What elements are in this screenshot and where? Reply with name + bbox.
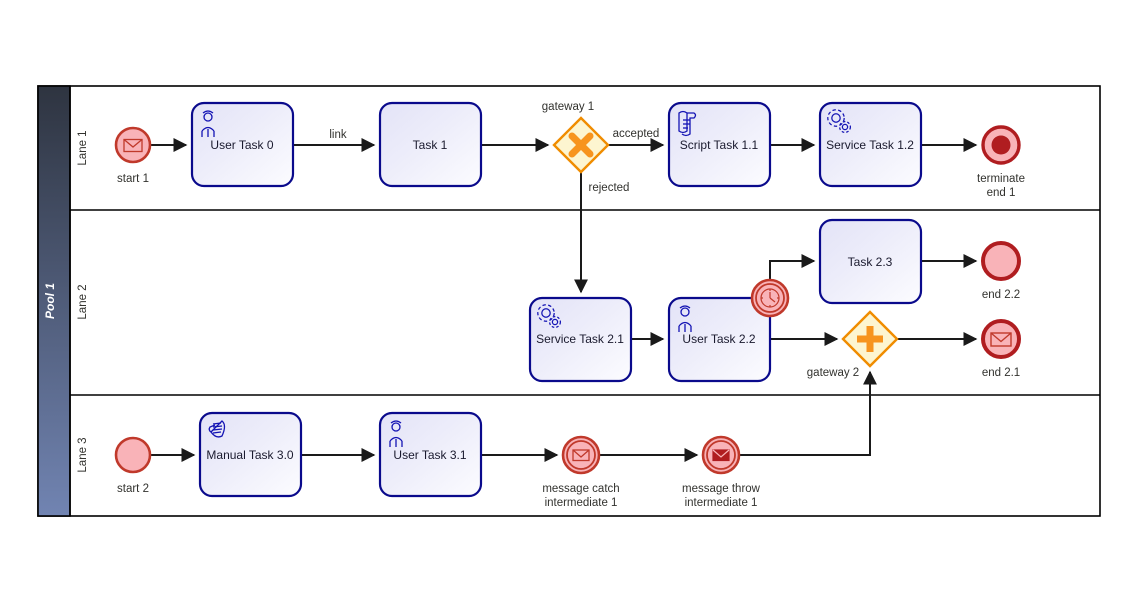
- message-icon: [123, 138, 143, 153]
- task-user-task-3-1-label: User Task 3.1: [393, 448, 466, 462]
- event-end-2-2-label: end 2.2: [982, 289, 1020, 301]
- task-user-task-0[interactable]: User Task 0: [190, 101, 295, 188]
- task-task-2-3-label: Task 2.3: [848, 255, 893, 269]
- event-end-2-1[interactable]: [981, 319, 1021, 359]
- parallel-plus-icon: [857, 326, 883, 352]
- task-script-task-1-1[interactable]: Script Task 1.1: [667, 101, 772, 188]
- task-user-task-0-label: User Task 0: [210, 138, 273, 152]
- message-icon: [990, 332, 1012, 347]
- script-icon: [678, 110, 697, 137]
- event-timer-boundary[interactable]: [750, 278, 790, 318]
- task-task-1-label: Task 1: [413, 138, 448, 152]
- user-icon: [389, 420, 403, 447]
- terminate-icon: [991, 135, 1011, 155]
- service-gear-icon: [537, 304, 562, 329]
- pool-label: Pool 1: [43, 283, 57, 319]
- event-terminate-end-1-label-line2: end 1: [987, 187, 1016, 199]
- task-task-1[interactable]: Task 1: [378, 101, 483, 188]
- service-gear-icon: [827, 109, 852, 134]
- event-start-2-label: start 2: [117, 483, 149, 495]
- gateway-2[interactable]: [841, 310, 899, 368]
- event-start-1-label: start 1: [117, 173, 149, 185]
- user-icon: [678, 305, 692, 332]
- task-user-task-3-1[interactable]: User Task 3.1: [378, 411, 483, 498]
- flow-label-accepted: accepted: [613, 128, 660, 140]
- event-message-throw-intermediate-1[interactable]: [701, 435, 741, 475]
- timer-clock-icon: [760, 288, 780, 308]
- gateway-2-label: gateway 2: [807, 367, 859, 379]
- event-message-catch-intermediate-1[interactable]: [561, 435, 601, 475]
- task-service-task-1-2[interactable]: Service Task 1.2: [818, 101, 923, 188]
- event-start-1[interactable]: [114, 126, 152, 164]
- flow-timerboundary-task23[interactable]: [769, 254, 816, 280]
- event-terminate-end-1[interactable]: [981, 125, 1021, 165]
- flow-label-link: link: [329, 129, 347, 141]
- event-message-catch-label-line2: intermediate 1: [545, 497, 618, 509]
- task-user-task-2-2-label: User Task 2.2: [682, 332, 755, 346]
- message-icon: [712, 449, 730, 462]
- task-service-task-1-2-label: Service Task 1.2: [826, 138, 914, 152]
- lane-label-lane-3: Lane 3: [77, 437, 89, 472]
- flow-msgthrow1-gateway2[interactable]: [739, 370, 877, 456]
- event-end-2-1-label: end 2.1: [982, 367, 1020, 379]
- gateway-1[interactable]: [552, 116, 610, 174]
- manual-hand-icon: [208, 420, 226, 438]
- lane-dividers: [69, 86, 1100, 516]
- task-task-2-3[interactable]: Task 2.3: [818, 218, 923, 305]
- message-icon: [572, 449, 590, 462]
- user-icon: [201, 110, 215, 137]
- flow-label-rejected: rejected: [589, 182, 630, 194]
- event-terminate-end-1-label-line1: terminate: [977, 173, 1025, 185]
- task-manual-task-3-0-label: Manual Task 3.0: [206, 448, 293, 462]
- task-service-task-2-1-label: Service Task 2.1: [536, 332, 624, 346]
- task-script-task-1-1-label: Script Task 1.1: [680, 138, 759, 152]
- sequence-flows: [151, 138, 978, 462]
- event-message-throw-label-line2: intermediate 1: [685, 497, 758, 509]
- event-start-2[interactable]: [114, 436, 152, 474]
- event-end-2-2[interactable]: [981, 241, 1021, 281]
- event-message-throw-label-line1: message throw: [682, 483, 761, 495]
- exclusive-x-icon: [568, 132, 594, 158]
- lane-label-lane-1: Lane 1: [77, 130, 89, 165]
- lane-label-lane-2: Lane 2: [77, 284, 89, 319]
- task-user-task-2-2[interactable]: User Task 2.2: [667, 296, 772, 383]
- task-manual-task-3-0[interactable]: Manual Task 3.0: [198, 411, 303, 498]
- gateway-1-label: gateway 1: [542, 101, 594, 113]
- event-message-catch-label-line1: message catch: [542, 483, 619, 495]
- task-service-task-2-1[interactable]: Service Task 2.1: [528, 296, 633, 383]
